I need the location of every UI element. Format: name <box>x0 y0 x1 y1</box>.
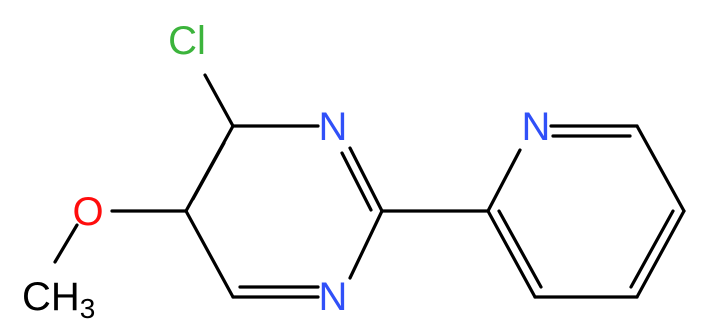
methyl-ch: CH <box>22 275 80 319</box>
bond-c3prime-c2prime <box>486 209 537 299</box>
methyl-subscript: 3 <box>80 293 96 324</box>
bond-c5prime-c4prime-inner <box>629 209 675 289</box>
bond-c5prime-c4prime <box>635 209 686 299</box>
bond-c5-c6 <box>184 209 235 299</box>
bond-c4-cl <box>203 73 235 128</box>
atom-oxygen-label: O <box>72 190 103 234</box>
bond-c6prime-c5prime <box>635 124 686 213</box>
methyl-label: CH3 <box>22 275 95 324</box>
atom-pyridine-n-label: N <box>522 105 551 149</box>
bond-o-ch3 <box>53 223 79 264</box>
bond-n1-c2 <box>348 209 384 280</box>
atom-n1-label: N <box>319 275 348 319</box>
bond-c3prime-c2prime-inner <box>497 209 543 289</box>
bond-c2-n3 <box>348 146 384 213</box>
bond-c2-n3-inner <box>340 151 373 212</box>
bond-c4-c5-inner <box>191 141 226 201</box>
atom-chlorine-label: Cl <box>168 19 206 63</box>
atom-n3-label: N <box>319 105 348 149</box>
bond-c2prime-npy <box>486 148 522 213</box>
